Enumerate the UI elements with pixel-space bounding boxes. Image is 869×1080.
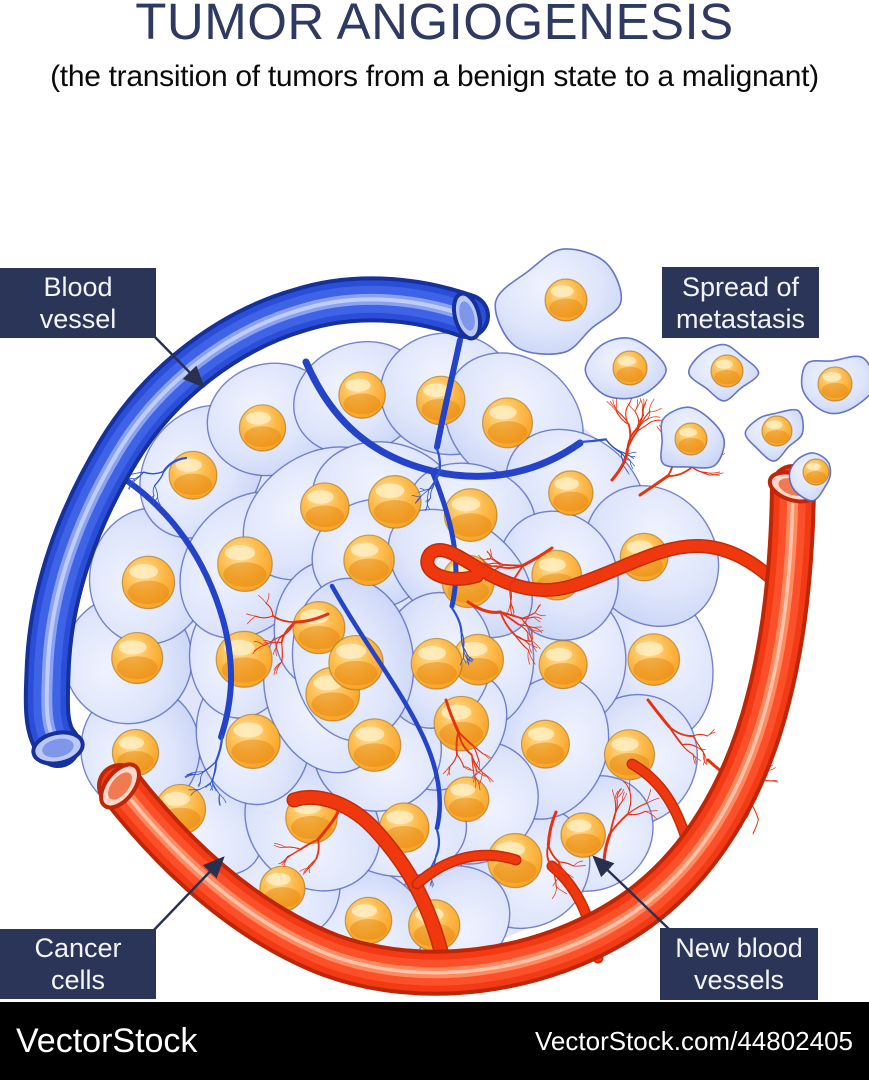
page-subtitle: (the transition of tumors from a benign … <box>50 60 819 93</box>
metastatic-cells <box>494 248 869 502</box>
label-cancer-cells-text: Cancer cells <box>34 933 122 995</box>
label-spread-of-metastasis: Spread of metastasis <box>662 267 819 338</box>
red-blood-vessel <box>97 464 819 996</box>
label-new-blood-vessels-text: New blood vessels <box>675 933 803 995</box>
label-arrows <box>151 333 671 933</box>
label-cancer-cells: Cancer cells <box>0 929 156 999</box>
vectorstock-logo: VectorStock <box>16 1021 198 1060</box>
page-title: TUMOR ANGIOGENESIS <box>135 0 734 50</box>
vectorstock-url: VectorStock.com/44802405 <box>535 1025 853 1056</box>
blue-vessel-branches <box>117 337 637 891</box>
label-blood-vessel: Blood vessel <box>0 268 156 338</box>
label-spread-of-metastasis-text: Spread of metastasis <box>675 271 806 334</box>
label-new-blood-vessels: New blood vessels <box>660 928 818 1000</box>
label-blood-vessel-text: Blood vessel <box>39 272 117 334</box>
watermark-bar: VectorStock VectorStock.com/44802405 <box>0 1002 869 1080</box>
cancer-cell-nuclei <box>111 371 681 952</box>
blood-vessel-blue <box>23 276 490 768</box>
